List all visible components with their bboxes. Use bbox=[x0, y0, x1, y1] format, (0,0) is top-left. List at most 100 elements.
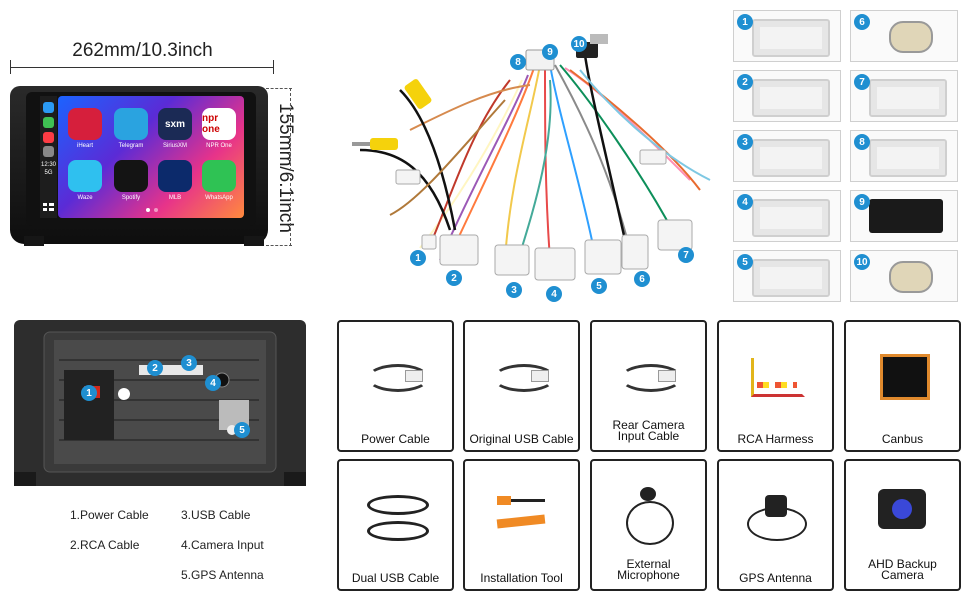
accessory-label: Canbus bbox=[881, 432, 924, 446]
connector-number-badge: 7 bbox=[854, 74, 870, 90]
connector-card: 1 bbox=[733, 10, 841, 62]
rear-port-marker: 4 bbox=[205, 375, 221, 391]
app-label: SiriusXM bbox=[162, 143, 187, 149]
app-label: Telegram bbox=[118, 143, 144, 149]
connector-number-badge: 8 bbox=[854, 134, 870, 150]
app-label: iHeart bbox=[76, 143, 93, 149]
accessory-label: Installation Tool bbox=[480, 571, 563, 585]
music-icon[interactable] bbox=[43, 132, 54, 143]
gps-antenna-icon bbox=[747, 487, 807, 543]
harness-badge: 6 bbox=[634, 271, 650, 287]
connector-number-badge: 3 bbox=[737, 134, 753, 150]
antenna-plug-icon bbox=[889, 261, 933, 293]
connector-card: 7 bbox=[850, 70, 958, 122]
accessory-label: External Microphone bbox=[617, 557, 680, 582]
dimension-guide bbox=[266, 88, 292, 89]
app-label: MLB bbox=[168, 195, 182, 201]
legend-power-cable: 1.Power Cable bbox=[70, 508, 149, 522]
connector-number-badge: 6 bbox=[854, 14, 870, 30]
dashboard-icon[interactable] bbox=[43, 203, 54, 211]
maps-icon[interactable] bbox=[43, 102, 54, 113]
accessory-label: Dual USB Cable bbox=[351, 571, 440, 585]
accessory-label: Rear Camera Input Cable bbox=[612, 418, 685, 443]
harness-badge: 9 bbox=[542, 44, 558, 60]
installation-tool-icon bbox=[493, 487, 550, 543]
white-connector-icon bbox=[869, 79, 947, 117]
accessory-card: External Microphone bbox=[590, 459, 707, 591]
waze-icon[interactable] bbox=[68, 160, 102, 192]
white-connector-icon bbox=[752, 259, 830, 297]
width-dimension-label: 262mm/10.3inch bbox=[72, 40, 213, 61]
legend-rca-cable: 2.RCA Cable bbox=[70, 538, 140, 552]
connector-card: 4 bbox=[733, 190, 841, 242]
accessory-card: Original USB Cable bbox=[463, 320, 580, 452]
white-connector-icon bbox=[752, 19, 830, 57]
rear-port-marker: 1 bbox=[81, 385, 97, 401]
status-time: 12:30 bbox=[40, 162, 56, 168]
camera-input-cable-icon bbox=[620, 348, 682, 404]
harness-badge: 8 bbox=[510, 54, 526, 70]
microphone-icon bbox=[620, 487, 677, 545]
rear-port-marker: 3 bbox=[181, 355, 197, 371]
connector-number-badge: 4 bbox=[737, 194, 753, 210]
head-unit-section: 262mm/10.3inch 155mm/6.1inch 12:30 5G iH… bbox=[0, 0, 310, 260]
mount-tab bbox=[24, 236, 44, 246]
mlb-icon[interactable] bbox=[158, 160, 192, 192]
usb-cable-icon bbox=[493, 348, 555, 404]
connector-card: 10 bbox=[850, 250, 958, 302]
accessory-card: Power Cable bbox=[337, 320, 454, 452]
accessory-card: RCA Harmess bbox=[717, 320, 834, 452]
npr-one-icon[interactable]: npr one bbox=[202, 108, 236, 140]
harness-badge: 5 bbox=[591, 278, 607, 294]
width-dimension-line bbox=[10, 67, 274, 68]
wiring-harness-diagram bbox=[352, 34, 711, 281]
connector-number-badge: 2 bbox=[737, 74, 753, 90]
carplay-dock bbox=[40, 96, 57, 218]
app-label: WhatsApp bbox=[205, 195, 233, 201]
height-dimension-label: 155mm/6.1inch bbox=[275, 103, 296, 233]
app-label: Waze bbox=[77, 195, 93, 201]
harness-badge: 3 bbox=[506, 282, 522, 298]
legend-usb-cable: 3.USB Cable bbox=[181, 508, 251, 522]
siriusxm-icon[interactable]: sxm bbox=[158, 108, 192, 140]
harness-badge: 2 bbox=[446, 270, 462, 286]
harness-badge: 1 bbox=[410, 250, 426, 266]
antenna-adapter-icon bbox=[889, 21, 933, 53]
connector-card: 9 bbox=[850, 190, 958, 242]
white-connector-icon bbox=[752, 199, 830, 237]
dimension-guide bbox=[266, 245, 292, 246]
spotify-icon[interactable] bbox=[114, 160, 148, 192]
power-cable-icon bbox=[367, 348, 429, 404]
accessory-card: Dual USB Cable bbox=[337, 459, 454, 591]
white-connector-icon bbox=[752, 139, 830, 177]
height-dimension-line bbox=[290, 88, 291, 246]
connector-number-badge: 1 bbox=[737, 14, 753, 30]
connector-card: 5 bbox=[733, 250, 841, 302]
white-connector-icon bbox=[752, 79, 830, 117]
accessory-card: Canbus bbox=[844, 320, 961, 452]
accessory-label: Power Cable bbox=[361, 432, 430, 446]
settings-icon[interactable] bbox=[43, 146, 54, 157]
connector-number-badge: 9 bbox=[854, 194, 870, 210]
telegram-icon[interactable] bbox=[114, 108, 148, 140]
rear-panel-diagram bbox=[14, 320, 306, 486]
status-network: 5G bbox=[44, 170, 53, 176]
backup-camera-icon bbox=[874, 487, 931, 543]
accessory-label: Original USB Cable bbox=[469, 432, 574, 446]
accessory-label: RCA Harmess bbox=[737, 432, 814, 446]
app-label: NPR One bbox=[206, 143, 232, 149]
dimension-tick bbox=[273, 60, 274, 74]
legend-gps-antenna: 5.GPS Antenna bbox=[181, 568, 264, 582]
whatsapp-icon[interactable] bbox=[202, 160, 236, 192]
connector-number-badge: 5 bbox=[737, 254, 753, 270]
harness-badge: 7 bbox=[678, 247, 694, 263]
connector-card: 2 bbox=[733, 70, 841, 122]
app-label: Spotify bbox=[121, 195, 141, 201]
dimension-tick bbox=[10, 60, 11, 74]
dual-usb-cable-icon bbox=[367, 487, 429, 543]
iheart-icon[interactable] bbox=[68, 108, 102, 140]
rca-harness-icon bbox=[747, 348, 805, 404]
connector-card: 6 bbox=[850, 10, 958, 62]
phone-icon[interactable] bbox=[43, 117, 54, 128]
